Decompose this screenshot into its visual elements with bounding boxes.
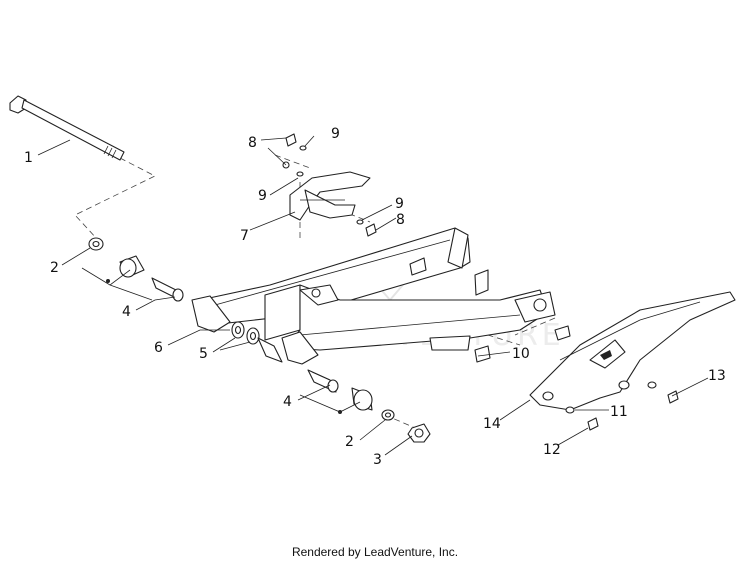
leader-lines xyxy=(37,135,709,456)
chain-guard xyxy=(474,291,736,411)
callout-13: 13 xyxy=(708,368,726,384)
callout-14: 14 xyxy=(483,416,501,432)
callout-3: 3 xyxy=(373,452,382,468)
axle-bolt xyxy=(9,95,125,161)
guard-hardware xyxy=(565,381,679,431)
callout-4-lower: 4 xyxy=(283,394,292,410)
footer-credit: Rendered by LeadVenture, Inc. xyxy=(291,545,459,559)
callout-8-top: 8 xyxy=(248,135,257,151)
callout-labels: 1 2 2 3 4 4 5 6 7 8 8 9 9 9 10 11 12 13 … xyxy=(24,126,726,468)
callout-2-upper: 2 xyxy=(50,260,59,276)
swingarm xyxy=(191,227,556,365)
callout-11: 11 xyxy=(610,404,628,420)
chain-slider xyxy=(282,133,377,237)
upper-bushing-set xyxy=(88,237,184,302)
callout-9-right: 9 xyxy=(395,196,404,212)
callout-10: 10 xyxy=(512,346,530,362)
callout-4-upper: 4 xyxy=(122,304,131,320)
callout-9-mid: 9 xyxy=(258,188,267,204)
callout-6: 6 xyxy=(154,340,163,356)
callout-2-lower: 2 xyxy=(345,434,354,450)
callout-5: 5 xyxy=(199,346,208,362)
callout-1: 1 xyxy=(24,150,33,166)
lower-bushing-set xyxy=(307,369,431,443)
callout-12: 12 xyxy=(543,442,561,458)
seal-set xyxy=(231,321,283,363)
callout-7: 7 xyxy=(240,228,249,244)
callout-8-right: 8 xyxy=(396,212,405,228)
callout-9-top: 9 xyxy=(331,126,340,142)
